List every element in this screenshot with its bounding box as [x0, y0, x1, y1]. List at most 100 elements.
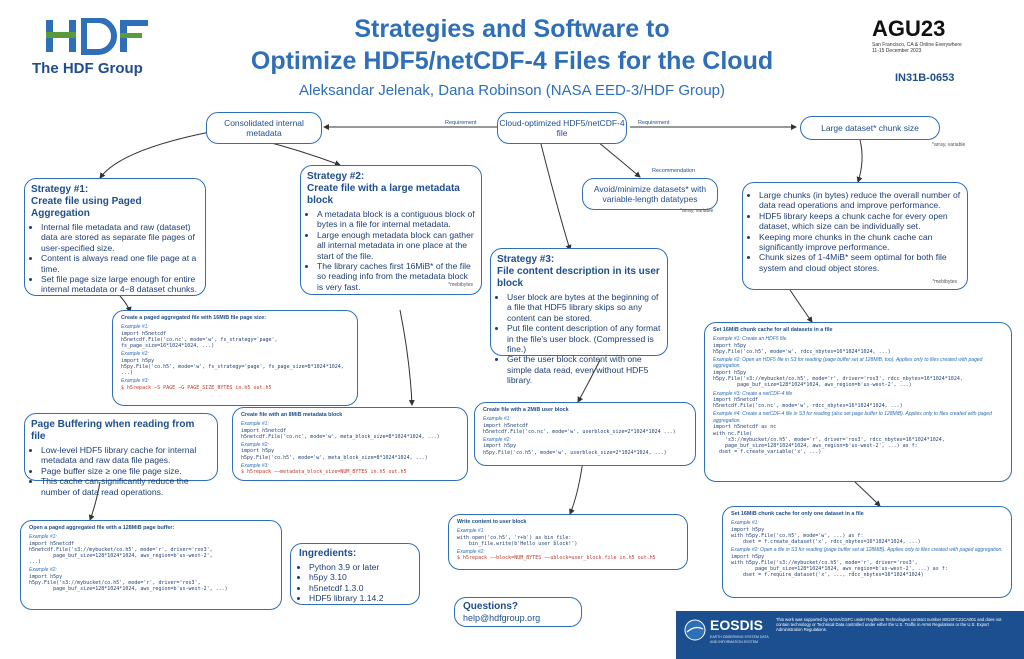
agu-dates: 11-15 December 2023	[872, 48, 922, 54]
strategy1-subheading: Create file using Paged Aggregation	[31, 196, 142, 219]
questions-heading: Questions?	[463, 601, 519, 612]
example-label: Example #1:	[483, 416, 511, 422]
pagebuf-heading: Page Buffering when reading from file	[31, 419, 195, 442]
strategy2-code-box: Create file with an 8MiB metadata block …	[232, 407, 468, 481]
avoid-vlen-label: Avoid/minimize datasets* with variable-l…	[593, 184, 707, 204]
strategy2-subheading: Create file with a large metadata block	[307, 183, 460, 206]
example-label: Example #1:	[731, 520, 759, 526]
code-block: import h5netcdf h5netcdf.File('co.nc', m…	[241, 427, 440, 440]
ingredients-list: Python 3.9 or later h5py 3.10 h5netcdf 1…	[299, 562, 411, 604]
code-title: Create a paged aggregated file with 16Mi…	[121, 315, 266, 321]
ingredients-heading: Ingredients:	[299, 548, 357, 559]
strategy3-box: Strategy #3: File content description in…	[490, 248, 668, 385]
strategy2-heading: Strategy #2:	[307, 171, 365, 182]
footer-bar: EOSDIS EARTH OBSERVING SYSTEM DATA AND I…	[676, 611, 1024, 659]
poster-id: IN31B-0653	[895, 72, 955, 84]
list-item: Get the user block content with one simp…	[507, 354, 661, 385]
example-label: Example #2:	[483, 436, 511, 443]
example-label: Example #2: Open an HDF5 file in S3 for …	[713, 356, 983, 370]
code-block: import h5netcdf h5netcdf.File('s3://mybu…	[29, 540, 213, 566]
eosdis-subtitle: EARTH OBSERVING SYSTEM DATA AND INFORMAT…	[710, 635, 769, 644]
code-block: import h5netcdf h5netcdf.File('co.nc', m…	[483, 422, 676, 435]
strategy1-code-box: Create a paged aggregated file with 16Mi…	[112, 310, 358, 406]
strategy2-bullets: A metadata block is a contiguous block o…	[307, 209, 475, 292]
code-title: Set 16MiB chunk cache for only one datas…	[731, 511, 864, 517]
list-item: Large chunks (in bytes) reduce the overa…	[759, 190, 961, 211]
strategy1-bullets: Internal file metadata and raw (dataset)…	[31, 222, 199, 295]
code-block: import h5py h5py.File('co.h5', mode='w',…	[241, 448, 428, 461]
agu-location: San Francisco, CA & Online Everywhere	[872, 42, 962, 48]
code-block: import h5py h5py.File('co.h5', mode='w',…	[483, 443, 667, 456]
chunk-size-note: *array, variable	[932, 142, 966, 148]
example-label: Example #1: Create an HDF5 file	[713, 336, 787, 342]
example-label: Example #3:	[121, 378, 149, 385]
consolidated-metadata-node: Consolidated internal metadata	[206, 112, 322, 144]
code-block: import h5netcdf h5netcdf.File('co.nc', m…	[121, 330, 278, 349]
chunk-note: *mebibytes	[932, 279, 957, 285]
nasa-globe-icon	[684, 619, 706, 641]
strategy2-note: *mebibytes	[448, 282, 473, 288]
list-item: Internal file metadata and raw (dataset)…	[41, 222, 199, 253]
code-block: import h5py with h5py.File('co.h5', mode…	[731, 526, 921, 545]
authors: Aleksandar Jelenak, Dana Robinson (NASA …	[298, 82, 726, 99]
code-block: import h5netcdf h5netcdf.File('co.nc', m…	[713, 397, 903, 410]
example-label: Example #3: Create a netCDF-4 file	[713, 390, 793, 397]
code-title: Write content to user block	[457, 519, 527, 525]
example-label: Example #1:	[29, 534, 57, 540]
chunk-code-box: Set 16MiB chunk cache for all datasets i…	[704, 322, 1012, 482]
strategy1-box: Strategy #1: Create file using Paged Agg…	[24, 178, 206, 296]
poster-title-line2: Optimize HDF5/netCDF-4 Files for the Clo…	[250, 47, 774, 75]
questions-box: Questions? help@hdfgroup.org	[454, 597, 582, 627]
hdf-logo: The HDF Group	[30, 18, 170, 80]
center-node: Cloud-optimized HDF5/netCDF-4 file	[497, 112, 627, 144]
agu-logo: AGU23 San Francisco, CA & Online Everywh…	[872, 16, 992, 54]
chunk-bullets: Large chunks (in bytes) reduce the overa…	[749, 190, 961, 273]
strategy3-heading: Strategy #3:	[497, 254, 555, 265]
pagebuf-bullets: Low-level HDF5 library cache for interna…	[31, 445, 211, 497]
funding-disclaimer: This work was supported by NASA/GSFC und…	[776, 617, 1002, 633]
example-label: Example #3:	[241, 462, 269, 469]
avoid-vlen-note: *array, variable	[680, 208, 714, 214]
list-item: The library caches first 16MiB* of the f…	[317, 261, 475, 292]
strategy1-heading: Strategy #1:	[31, 184, 89, 195]
chunk-size-node: Large dataset* chunk size	[800, 116, 940, 140]
list-item: A metadata block is a contiguous block o…	[317, 209, 475, 230]
list-item: Keeping more chunks in the chunk cache c…	[759, 232, 961, 253]
list-item: Content is always read one file page at …	[41, 253, 199, 274]
pagebuf-box: Page Buffering when reading from file Lo…	[24, 413, 218, 497]
code-block: $ h5repack −S PAGE −G PAGE_SIZE_BYTES in…	[121, 384, 272, 391]
example-label: Example #1:	[121, 324, 149, 330]
code-title: Create file with a 2MiB user block	[483, 407, 569, 413]
list-item: h5py 3.10	[309, 572, 411, 582]
code-title: Open a paged aggregated file with a 128M…	[29, 525, 175, 531]
requirement-right: Requirement	[638, 120, 670, 126]
strategy3-subheading: File content description in its user blo…	[497, 266, 660, 289]
code-block: with open('co.h5', 'r+b') as bin_file: b…	[457, 534, 578, 547]
requirement-left: Requirement	[445, 120, 477, 126]
example-label: Example #2: Open a file in S3 for readin…	[731, 547, 1003, 554]
poster-title-line1: Strategies and Software to	[354, 15, 670, 43]
list-item: Chunk sizes of 1-4MiB* seem optimal for …	[759, 252, 961, 273]
strategy2-box: Strategy #2: Create file with a large me…	[300, 165, 482, 295]
chunk-size-label: Large dataset* chunk size	[821, 123, 919, 133]
avoid-vlen-node: Avoid/minimize datasets* with variable-l…	[582, 178, 718, 210]
list-item: This cache can significantly reduce the …	[41, 476, 211, 497]
eosdis-logo: EOSDIS	[710, 617, 763, 633]
code-block: import h5py h5py.File('co.h5', mode='w',…	[121, 357, 344, 377]
questions-email[interactable]: help@hdfgroup.org	[463, 613, 541, 623]
strategy3-bullets: User block are bytes at the beginning of…	[497, 292, 661, 386]
code-block: $ h5repack −−block=NUM_BYTES −−ublock=us…	[457, 555, 656, 562]
pagebuf-code-box: Open a paged aggregated file with a 128M…	[20, 520, 282, 610]
code-title: Set 16MiB chunk cache for all datasets i…	[713, 327, 833, 333]
code-block: import h5netcdf as nc with nc.File( 's3:…	[713, 424, 945, 456]
strategy3-code-box: Create file with a 2MiB user block Examp…	[474, 402, 696, 466]
list-item: Low-level HDF5 library cache for interna…	[41, 445, 211, 466]
list-item: h5netcdf 1.3.0	[309, 583, 411, 593]
example-label: Example #1:	[457, 528, 485, 534]
code-title: Create file with an 8MiB metadata block	[241, 412, 343, 418]
consolidated-metadata-label: Consolidated internal metadata	[224, 118, 304, 138]
chunk-box: Large chunks (in bytes) reduce the overa…	[742, 182, 968, 290]
list-item: Set file page size large enough for enti…	[41, 274, 199, 295]
list-item: Put file content description of any form…	[507, 323, 661, 354]
hdf-logo-mark	[46, 18, 148, 55]
